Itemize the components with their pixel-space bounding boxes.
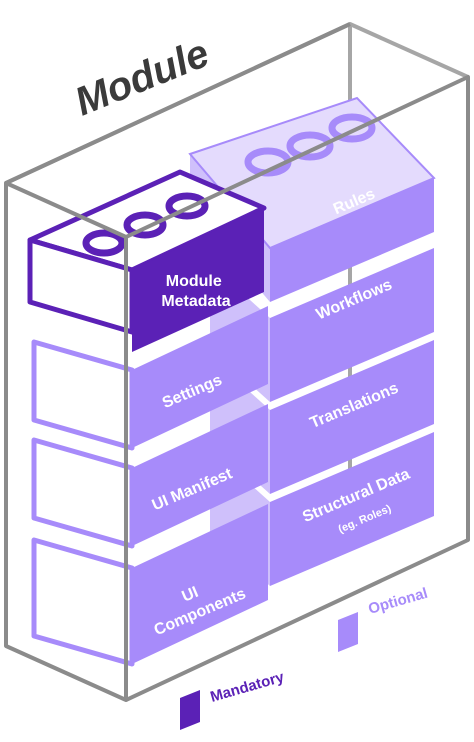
module-metadata-label: Module Metadata — [161, 273, 230, 310]
module-box-front — [4, 22, 470, 702]
legend-optional-swatch — [338, 612, 358, 652]
legend-mandatory: Mandatory — [180, 668, 287, 730]
ui-components-block: UI Components — [31, 504, 268, 667]
module-metadata-block: Module Metadata — [27, 169, 267, 352]
settings-block: Settings — [31, 306, 268, 451]
legend-mandatory-label: Mandatory — [208, 668, 286, 705]
module-title: Module — [69, 31, 215, 124]
legend-mandatory-swatch — [180, 690, 200, 730]
legend-optional-label: Optional — [366, 585, 429, 618]
